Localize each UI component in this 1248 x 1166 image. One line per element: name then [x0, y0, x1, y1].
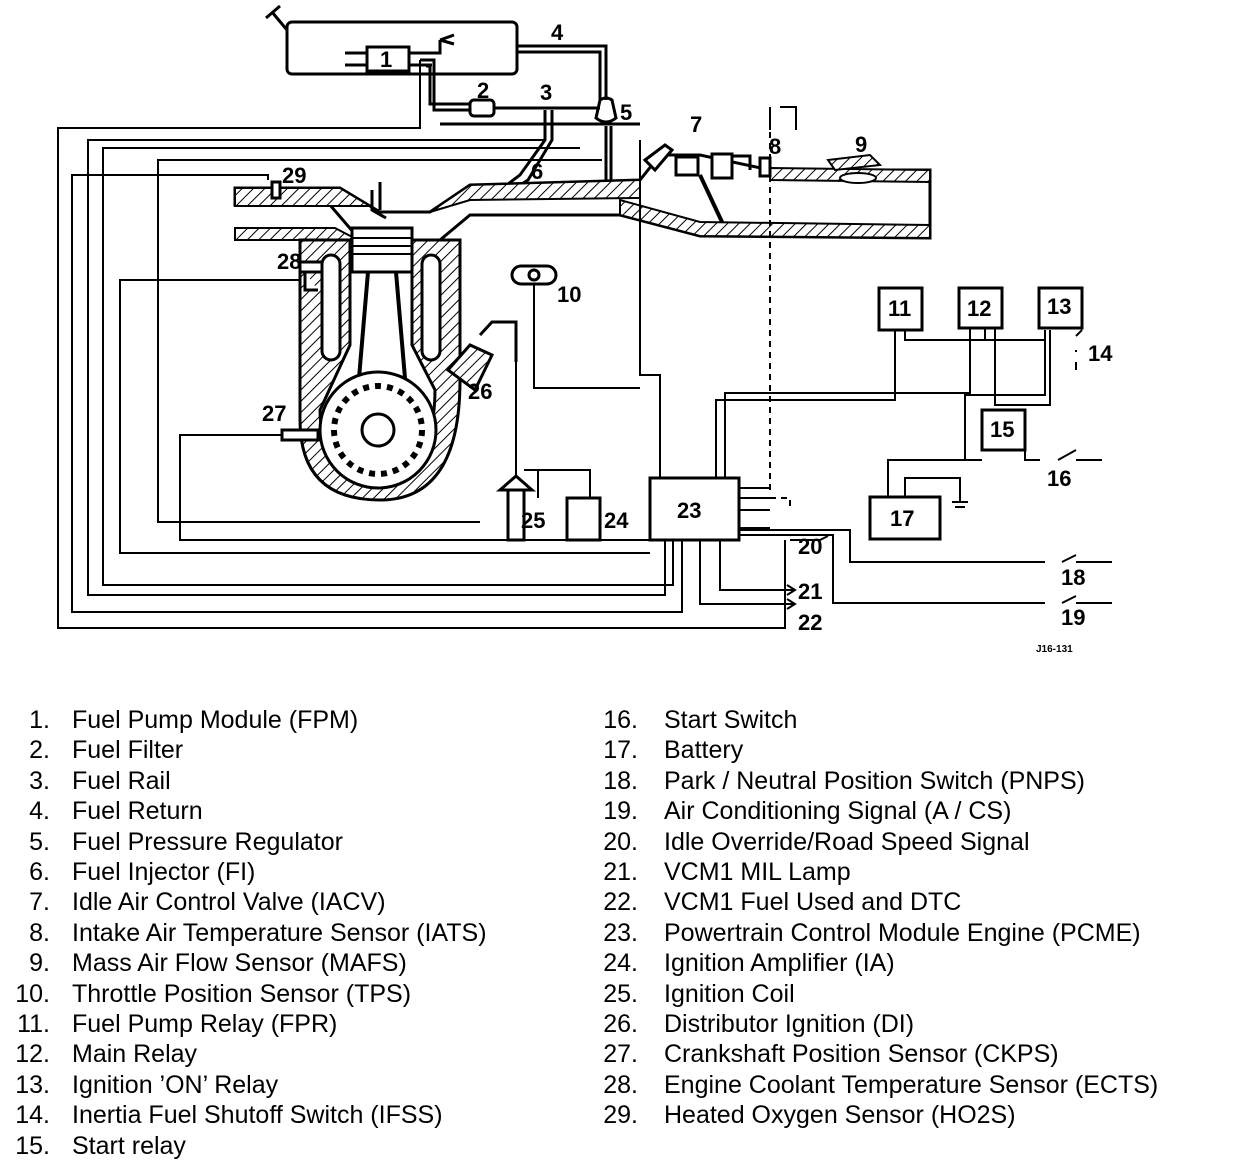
callout-15: 15 — [990, 417, 1014, 442]
legend-item: 18.Park / Neutral Position Switch (PNPS) — [603, 766, 1085, 795]
legend-item: 8.Intake Air Temperature Sensor (IATS) — [29, 918, 487, 947]
legend-item: 10.Throttle Position Sensor (TPS) — [15, 979, 412, 1008]
legend-item: 21.VCM1 MIL Lamp — [603, 858, 851, 887]
legend-item: 12.Main Relay — [15, 1040, 198, 1069]
legend-right: 16.Start Switch 17.Battery 18.Park / Neu… — [590, 705, 1158, 1131]
legend-item: 1.Fuel Pump Module (FPM) — [29, 706, 359, 734]
callout-21: 21 — [798, 579, 822, 604]
fuel-lines — [420, 44, 640, 198]
callout-17: 17 — [890, 506, 914, 531]
legend-item: 20.Idle Override/Road Speed Signal — [603, 827, 1030, 856]
legend-item: 24.Ignition Amplifier (IA) — [603, 949, 895, 978]
legend-item: 29.Heated Oxygen Sensor (HO2S) — [603, 1101, 1016, 1130]
callout-10: 10 — [557, 282, 581, 307]
legend-item: 27.Crankshaft Position Sensor (CKPS) — [603, 1040, 1059, 1069]
callout-6: 6 — [531, 159, 543, 184]
legend-item: 17.Battery — [603, 736, 744, 765]
callout-12: 12 — [967, 296, 991, 321]
callout-22: 22 — [798, 610, 822, 635]
engine-management-diagram: 1 2 3 4 5 6 7 8 9 10 11 12 13 14 15 16 1… — [57, 4, 1113, 655]
intake-manifold — [233, 106, 932, 242]
legend-left: 1.Fuel Pump Module (FPM) 2.Fuel Filter 3… — [0, 705, 487, 1161]
wiring — [57, 60, 1112, 629]
legend-item: 15.Start relay — [15, 1131, 186, 1160]
callout-26: 26 — [468, 379, 492, 404]
fuel-tank — [265, 4, 519, 76]
legend-item: 19.Air Conditioning Signal (A / CS) — [603, 797, 1012, 826]
legend-item: 3.Fuel Rail — [29, 766, 171, 795]
callout-5: 5 — [620, 100, 632, 125]
legend-item: 2.Fuel Filter — [29, 736, 184, 765]
callout-1: 1 — [380, 47, 392, 72]
callout-13: 13 — [1047, 294, 1071, 319]
callout-27: 27 — [262, 401, 286, 426]
callout-16: 16 — [1047, 466, 1071, 491]
legend-item: 28.Engine Coolant Temperature Sensor (EC… — [603, 1070, 1159, 1099]
sensors — [270, 180, 558, 442]
fuel-pump-module — [345, 33, 455, 73]
electrical-components — [496, 286, 1084, 542]
engine-block — [298, 182, 518, 502]
callout-25: 25 — [521, 508, 545, 533]
callout-28: 28 — [277, 249, 301, 274]
legend-item: 11.Fuel Pump Relay (FPR) — [17, 1010, 338, 1039]
legend-item: 16.Start Switch — [603, 706, 798, 734]
legend-item: 26.Distributor Ignition (DI) — [603, 1010, 915, 1039]
callout-labels: 1 2 3 4 5 6 7 8 9 10 11 12 13 14 15 16 1… — [262, 20, 1113, 655]
legend-item: 13.Ignition ’ON’ Relay — [15, 1070, 279, 1099]
callout-24: 24 — [604, 508, 629, 533]
callout-7: 7 — [690, 112, 702, 137]
callout-9: 9 — [855, 132, 867, 157]
callout-3: 3 — [540, 80, 552, 105]
legend-item: 14.Inertia Fuel Shutoff Switch (IFSS) — [15, 1101, 443, 1130]
callout-19: 19 — [1061, 605, 1085, 630]
callout-14: 14 — [1088, 341, 1113, 366]
legend-item: 9.Mass Air Flow Sensor (MAFS) — [29, 949, 407, 978]
callout-8: 8 — [769, 134, 781, 159]
callout-20: 20 — [798, 534, 822, 559]
callout-4: 4 — [551, 20, 564, 45]
legend-item: 23.Powertrain Control Module Engine (PCM… — [603, 918, 1141, 947]
callout-18: 18 — [1061, 565, 1085, 590]
figure-code: J16-131 — [1036, 644, 1073, 655]
legend-item: 6.Fuel Injector (FI) — [29, 858, 256, 887]
legend-item: 5.Fuel Pressure Regulator — [29, 827, 343, 856]
legend-item: 4.Fuel Return — [29, 797, 203, 826]
callout-2: 2 — [477, 78, 489, 103]
callout-11: 11 — [888, 296, 911, 321]
legend-item: 25.Ignition Coil — [603, 979, 795, 1008]
legend-item: 7.Idle Air Control Valve (IACV) — [29, 888, 386, 917]
callout-29: 29 — [282, 163, 306, 188]
callout-23: 23 — [677, 498, 701, 523]
legend-item: 22.VCM1 Fuel Used and DTC — [603, 888, 962, 917]
